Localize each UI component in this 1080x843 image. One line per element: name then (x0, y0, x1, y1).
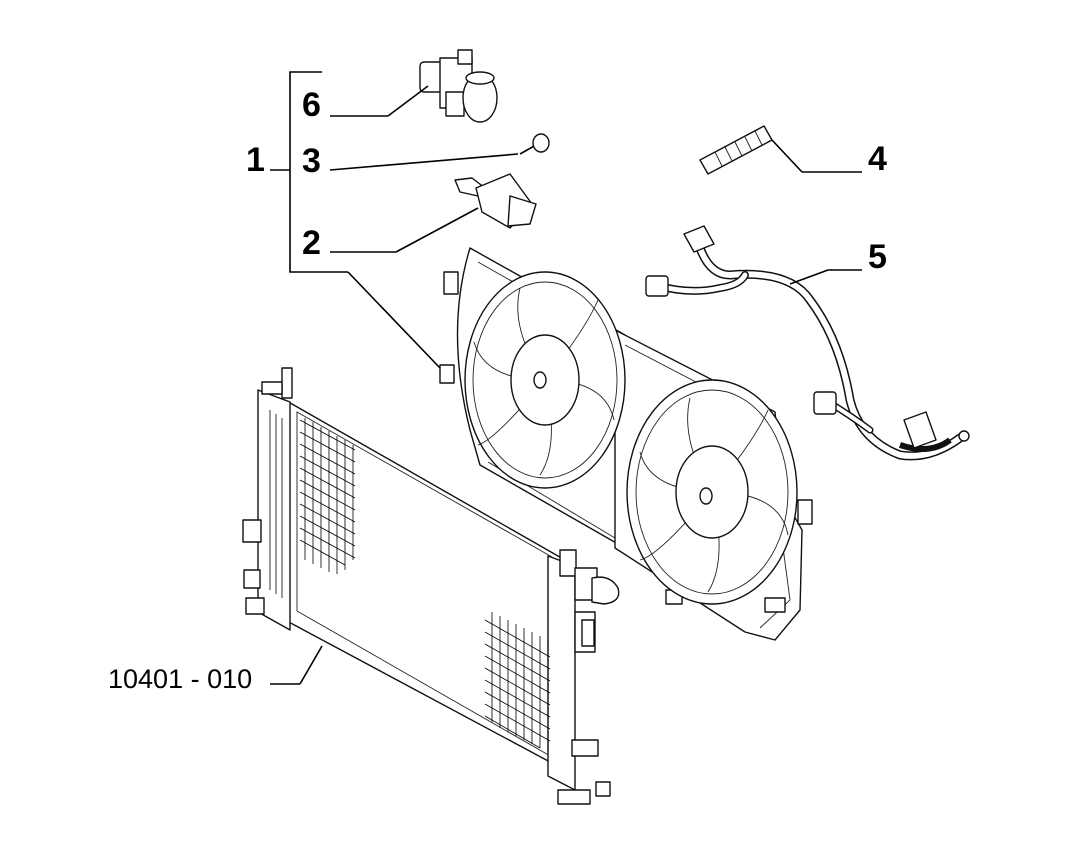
callout-label-5: 5 (868, 238, 887, 276)
fan-shroud-assembly-icon (439, 247, 813, 641)
resistor-module-icon (419, 49, 498, 123)
wiring-harness-icon (645, 225, 970, 461)
screw-icon (519, 133, 550, 155)
radiator-icon (242, 367, 620, 805)
stud-bolt-icon (699, 125, 773, 175)
reference-code-label: 10401 - 010 (108, 664, 252, 694)
callout-label-3: 3 (302, 142, 321, 180)
callout-label-4: 4 (868, 140, 887, 178)
leader-lines (270, 71, 862, 685)
relay-module-icon (454, 173, 537, 229)
callout-label-1: 1 (246, 141, 265, 179)
callout-label-6: 6 (302, 86, 321, 124)
callout-label-2: 2 (302, 224, 321, 262)
